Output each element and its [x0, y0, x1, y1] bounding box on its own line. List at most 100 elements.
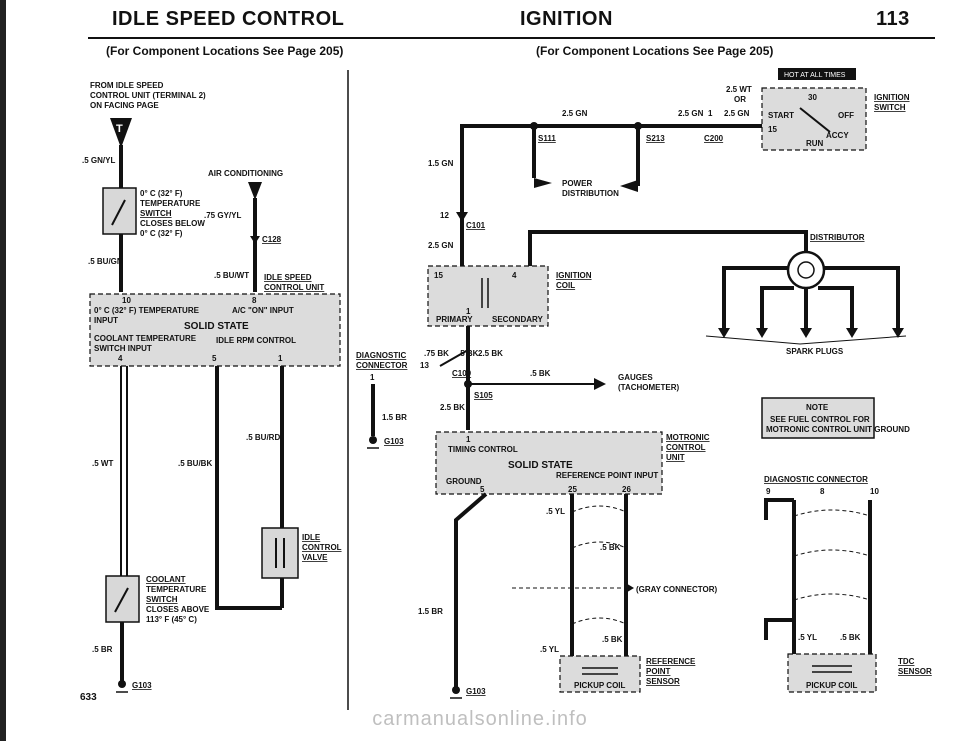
from-note-3: ON FACING PAGE	[90, 101, 159, 110]
watermark: carmanualsonline.info	[372, 708, 588, 730]
connector-icon	[456, 212, 468, 222]
ign-off: OFF	[838, 111, 854, 120]
s213-label: S213	[646, 134, 665, 143]
motronic-2: CONTROL	[666, 443, 706, 452]
wire-bubk	[215, 366, 282, 610]
distributor-label: DISTRIBUTOR	[810, 233, 865, 242]
box-pin-5: 5	[212, 354, 217, 363]
ign-sw-1: IGNITION	[874, 93, 910, 102]
motronic-control-unit	[435, 431, 663, 495]
wire-25gn-d: 2.5 GN	[428, 241, 454, 250]
wire-5bk-d: .5 BK	[602, 635, 623, 644]
arrow-right-icon	[594, 378, 606, 390]
arrow-down-icon	[248, 182, 262, 200]
wire-br-label: .5 BR	[92, 645, 113, 654]
ground-icon	[118, 680, 126, 688]
cool-sw-1: COOLANT	[146, 575, 186, 584]
temp-sw-2: TEMPERATURE	[140, 199, 201, 208]
connector-icon	[624, 582, 634, 594]
temp-sw-4: CLOSES BELOW	[140, 219, 205, 228]
right-subtitle: (For Component Locations See Page 205)	[536, 44, 774, 58]
coolant-temp-switch	[105, 575, 140, 623]
coil-2: COIL	[556, 281, 575, 290]
switch-icon	[114, 587, 129, 613]
box-coolant-2: SWITCH INPUT	[94, 344, 152, 353]
mot-ground: GROUND	[446, 477, 482, 486]
dc-pin-10: 10	[870, 487, 879, 496]
wire-burd-label: .5 BU/RD	[246, 433, 280, 442]
diag-2: CONNECTOR	[356, 361, 408, 370]
diag-wire-9	[764, 498, 794, 520]
ign-run: RUN	[806, 139, 824, 148]
c101-label: C101	[466, 221, 486, 230]
s111-label: S111	[538, 134, 556, 143]
arrow-down-icon	[718, 328, 730, 338]
wire-25bk-a: 2.5 BK	[478, 349, 503, 358]
coil-pin-1: 1	[466, 307, 471, 316]
arrow-down-icon	[110, 118, 132, 148]
box-input: INPUT	[94, 316, 118, 325]
spark-plugs-label: SPARK PLUGS	[786, 347, 844, 356]
cool-sw-5: 113° F (45° C)	[146, 615, 197, 624]
arrow-down-icon	[756, 328, 768, 338]
valve-2: CONTROL	[302, 543, 342, 552]
wire-25gn-c: 2.5 GN	[724, 109, 750, 118]
coil-1: IGNITION	[556, 271, 592, 280]
valve-3: VALVE	[302, 553, 328, 562]
air-cond-label: AIR CONDITIONING	[208, 169, 283, 178]
temp-sw-3: SWITCH	[140, 209, 172, 218]
hot-label: HOT AT ALL TIMES	[784, 72, 846, 79]
arrow-down-icon	[846, 328, 858, 338]
diag-1: DIAGNOSTIC	[356, 351, 406, 360]
wire-5yl-a: .5 YL	[546, 507, 565, 516]
arrow-down-icon	[892, 328, 904, 338]
center-page-title: IGNITION	[520, 8, 613, 30]
box-temp-input: 0° C (32° F) TEMPERATURE	[94, 306, 200, 315]
spark-lead-4	[824, 266, 900, 330]
wire-25gn-b: 2.5 GN	[678, 109, 704, 118]
box-pin-4: 4	[118, 354, 123, 363]
power-1: POWER	[562, 179, 592, 188]
ground-icon	[369, 436, 377, 444]
mot-pin-1: 1	[466, 435, 471, 444]
isc-unit-2: CONTROL UNIT	[264, 283, 324, 292]
coil-secondary: SECONDARY	[492, 315, 543, 324]
tdc-1: TDC	[898, 657, 915, 666]
wire-bugn-label: .5 BU/GN	[88, 257, 123, 266]
temp-sw-1: 0° C (32° F)	[140, 189, 183, 198]
dc-pin-8: 8	[820, 487, 825, 496]
spark-plug-bracket	[705, 335, 907, 345]
gauges-1: GAUGES	[618, 373, 653, 382]
cool-sw-2: TEMPERATURE	[146, 585, 207, 594]
wire-5bk-e: .5 BK	[840, 633, 861, 642]
wire-75bk	[439, 349, 469, 367]
arrow-left-icon	[620, 180, 638, 192]
mot-pin-26: 26	[622, 485, 631, 494]
valve-1: IDLE	[302, 533, 321, 542]
wire-15br-b-label: 1.5 BR	[418, 607, 443, 616]
c200-label: C200	[704, 134, 724, 143]
ign-start: START	[768, 111, 794, 120]
diag-wire-9b	[764, 618, 794, 640]
switch-icon	[111, 199, 126, 226]
box-ac-input: A/C "ON" INPUT	[232, 306, 294, 315]
mot-pin-25: 25	[568, 485, 577, 494]
tdc-sensor	[787, 653, 877, 693]
wire-coil-distributor	[528, 230, 808, 266]
left-page-title: IDLE SPEED CONTROL	[112, 8, 345, 30]
ref-2: POINT	[646, 667, 671, 676]
mot-timing: TIMING CONTROL	[448, 445, 518, 454]
c109-label: C109	[452, 369, 472, 378]
cool-sw-4: CLOSES ABOVE	[146, 605, 210, 614]
wire-25gn-a: 2.5 GN	[562, 109, 588, 118]
ign-accy: ACCY	[826, 131, 849, 140]
wire-75bk-label: .75 BK	[424, 349, 449, 358]
isc-solid-state-box	[89, 293, 341, 367]
wire-bubk-label: .5 BU/BK	[178, 459, 212, 468]
dc-pin-9: 9	[766, 487, 771, 496]
note-box	[761, 397, 875, 439]
mot-ref: REFERENCE POINT INPUT	[556, 471, 658, 480]
temp-sw-5: 0° C (32° F)	[140, 229, 183, 238]
g103-a-label: G103	[384, 437, 404, 446]
